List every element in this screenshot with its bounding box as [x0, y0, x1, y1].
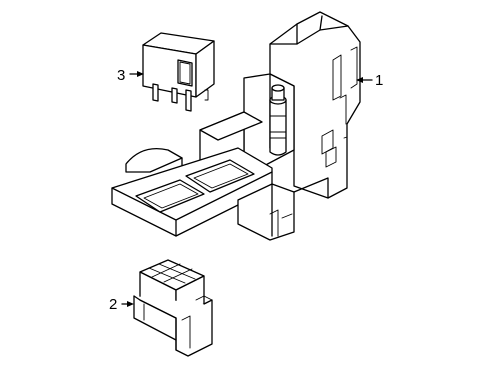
- callout-3: 3: [117, 67, 144, 84]
- relay-part-3: [142, 32, 215, 112]
- callout-3-label: 3: [117, 67, 125, 84]
- callout-2-label: 2: [109, 296, 117, 313]
- callout-1-label: 1: [375, 72, 383, 89]
- callout-1: 1: [356, 72, 383, 89]
- connector-part-2: [133, 259, 213, 357]
- callout-2: 2: [109, 296, 134, 313]
- fuse-box-part-1: [111, 11, 361, 241]
